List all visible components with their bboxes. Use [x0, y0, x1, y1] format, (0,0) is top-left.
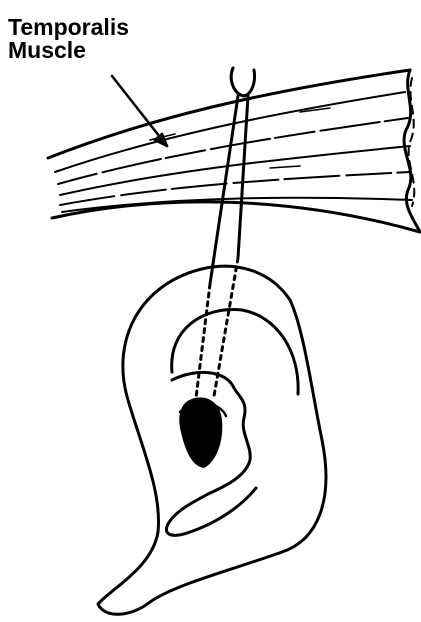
temporalis-muscle-band [48, 70, 420, 232]
helix-inner [172, 310, 298, 394]
muscle-fiber [60, 172, 410, 205]
graft-loop-top [231, 68, 254, 96]
muscle-fiber [270, 166, 300, 168]
muscle-graft-strip [196, 68, 255, 398]
graft-right-edge [238, 96, 248, 258]
ear-outline [98, 266, 326, 614]
graft-left-dotted [196, 284, 210, 398]
ear-canal [179, 397, 222, 468]
muscle-fiber [62, 198, 412, 212]
graft-left-edge [210, 96, 238, 284]
label-pointer-arrow [112, 76, 167, 146]
muscle-cut-end [404, 70, 420, 232]
